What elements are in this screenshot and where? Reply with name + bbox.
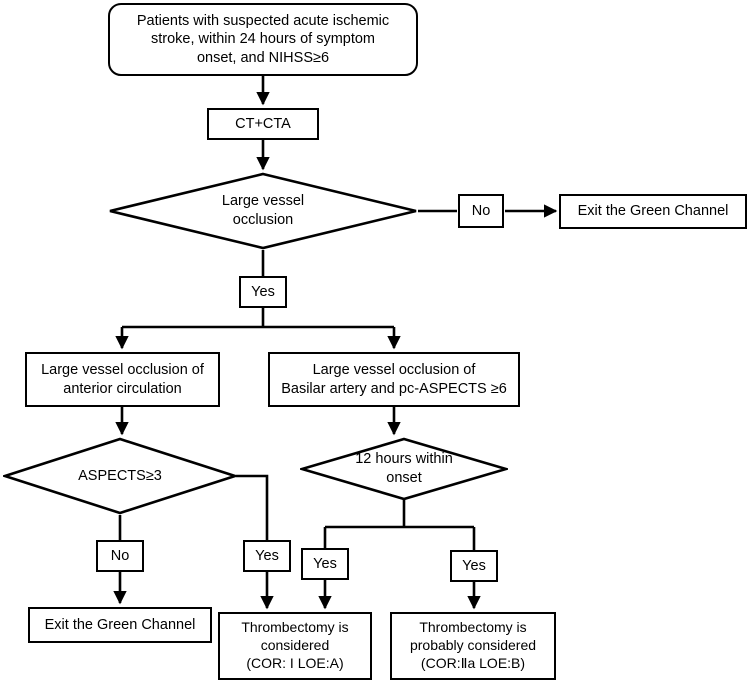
node-anterior-circulation-label: Large vessel occlusion of anterior circu… xyxy=(41,361,204,397)
node-aspects-yes-label: Yes xyxy=(255,547,279,564)
node-aspects-no-label: No xyxy=(110,547,130,564)
node-hours-decision: 12 hours within onset xyxy=(300,437,508,501)
node-hours-yes-right: Yes xyxy=(450,550,498,582)
node-anterior-circulation: Large vessel occlusion of anterior circu… xyxy=(25,352,220,407)
node-lvo-decision-label: Large vessel occlusion xyxy=(221,193,305,228)
node-thrombectomy-considered: Thrombectomy is considered (COR: I LOE:A… xyxy=(218,612,372,680)
node-aspects-decision-label: ASPECTS≥3 xyxy=(78,467,162,484)
node-exit-bottom-label: Exit the Green Channel xyxy=(44,616,196,633)
node-aspects-no: No xyxy=(96,540,144,572)
node-hours-decision-label: 12 hours within onset xyxy=(355,451,453,486)
node-hours-yes-right-label: Yes xyxy=(462,557,486,574)
node-lvo-yes-label: Yes xyxy=(251,283,275,300)
node-exit-top-label: Exit the Green Channel xyxy=(577,203,729,220)
node-imaging: CT+CTA xyxy=(207,108,319,140)
node-imaging-label: CT+CTA xyxy=(235,115,291,132)
node-lvo-yes: Yes xyxy=(239,276,287,308)
node-hours-yes-left-label: Yes xyxy=(313,555,337,572)
node-exit-bottom: Exit the Green Channel xyxy=(28,607,212,643)
node-lvo-no-label: No xyxy=(471,202,491,219)
node-basilar-artery-label: Large vessel occlusion of Basilar artery… xyxy=(281,361,507,397)
node-thrombectomy-considered-label: Thrombectomy is considered (COR: I LOE:A… xyxy=(241,619,349,671)
node-thrombectomy-probable-label: Thrombectomy is probably considered (COR… xyxy=(409,619,537,671)
node-exit-top: Exit the Green Channel xyxy=(559,194,747,229)
node-lvo-decision: Large vessel occlusion xyxy=(108,172,418,250)
node-thrombectomy-probable: Thrombectomy is probably considered (COR… xyxy=(390,612,556,680)
node-aspects-decision: ASPECTS≥3 xyxy=(3,437,237,515)
node-aspects-yes: Yes xyxy=(243,540,291,572)
node-lvo-no: No xyxy=(458,194,504,228)
node-start: Patients with suspected acute ischemic s… xyxy=(108,3,418,76)
node-start-label: Patients with suspected acute ischemic s… xyxy=(136,12,390,66)
edge-aspects-to-yes xyxy=(236,474,269,540)
node-basilar-artery: Large vessel occlusion of Basilar artery… xyxy=(268,352,520,407)
node-hours-yes-left: Yes xyxy=(301,548,349,580)
